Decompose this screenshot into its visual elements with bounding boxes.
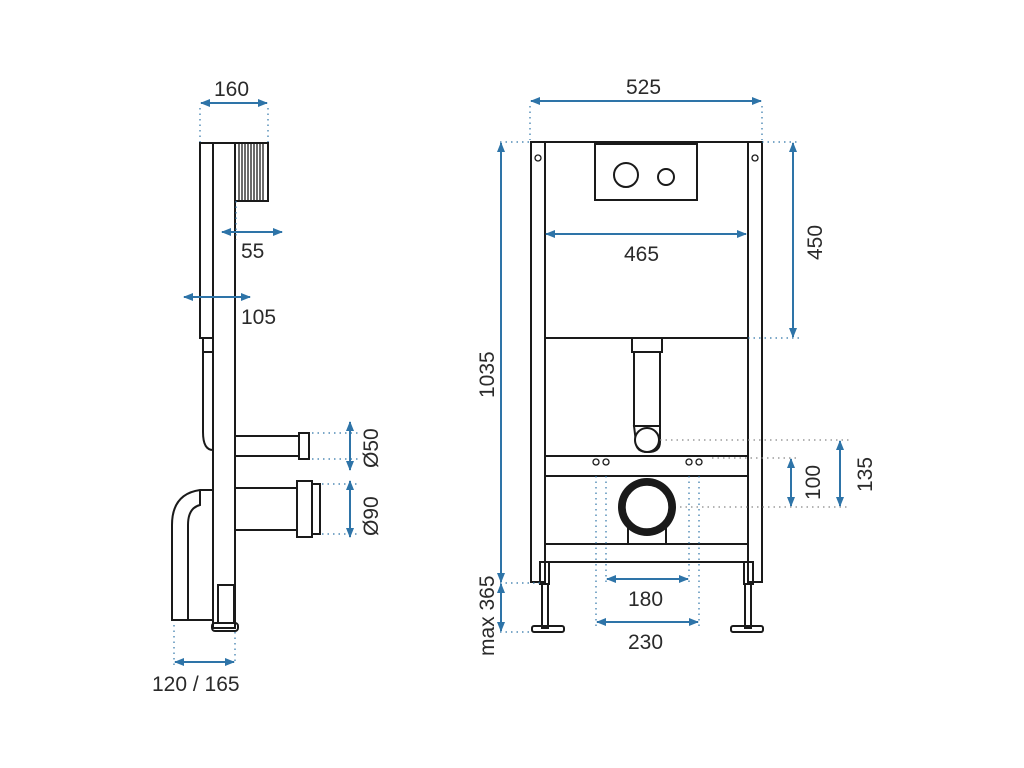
dim-label-105: 105 <box>241 306 276 329</box>
front-crossbar-top <box>544 455 749 477</box>
dim-label-525: 525 <box>626 76 661 99</box>
front-foot-left <box>531 625 565 633</box>
front-foot-right <box>730 625 764 633</box>
dim-label-120-165: 120 / 165 <box>152 673 240 696</box>
front-view: 525 465 450 <box>476 76 877 656</box>
side-drain-elbow <box>171 489 213 621</box>
front-flush-pipe-top <box>631 337 663 353</box>
dim-label-365: max 365 <box>476 575 499 656</box>
side-flush-pipe <box>202 352 214 451</box>
dim-label-230: 230 <box>628 631 663 654</box>
side-panel-ribs <box>238 143 264 201</box>
side-frame-upright <box>212 142 236 629</box>
dim-label-50: Ø50 <box>360 428 383 468</box>
dim-label-180: 180 <box>628 588 663 611</box>
side-frame-rear <box>199 142 214 339</box>
side-pipe-50 <box>234 435 300 457</box>
side-leg <box>217 584 235 624</box>
front-inlet-socket <box>634 427 660 453</box>
dim-label-90: Ø90 <box>360 496 383 536</box>
flush-button-small <box>657 168 675 186</box>
dim-label-450: 450 <box>804 225 827 260</box>
front-upright-left <box>530 141 546 583</box>
dim-label-465: 465 <box>624 243 659 266</box>
front-upright-right <box>747 141 763 583</box>
side-view: 160 55 105 Ø50 <box>152 78 383 696</box>
dim-label-100: 100 <box>802 465 825 500</box>
front-flush-plate <box>594 143 698 201</box>
front-crossbar-bottom <box>544 543 749 563</box>
dim-label-55: 55 <box>241 240 264 263</box>
dim-label-135: 135 <box>854 457 877 492</box>
dim-label-160: 160 <box>214 78 249 101</box>
front-flush-pipe <box>633 351 661 427</box>
dim-label-1035: 1035 <box>476 351 499 398</box>
flush-button-large <box>613 162 639 188</box>
side-foot <box>211 622 239 632</box>
side-pipe-90 <box>234 487 298 531</box>
